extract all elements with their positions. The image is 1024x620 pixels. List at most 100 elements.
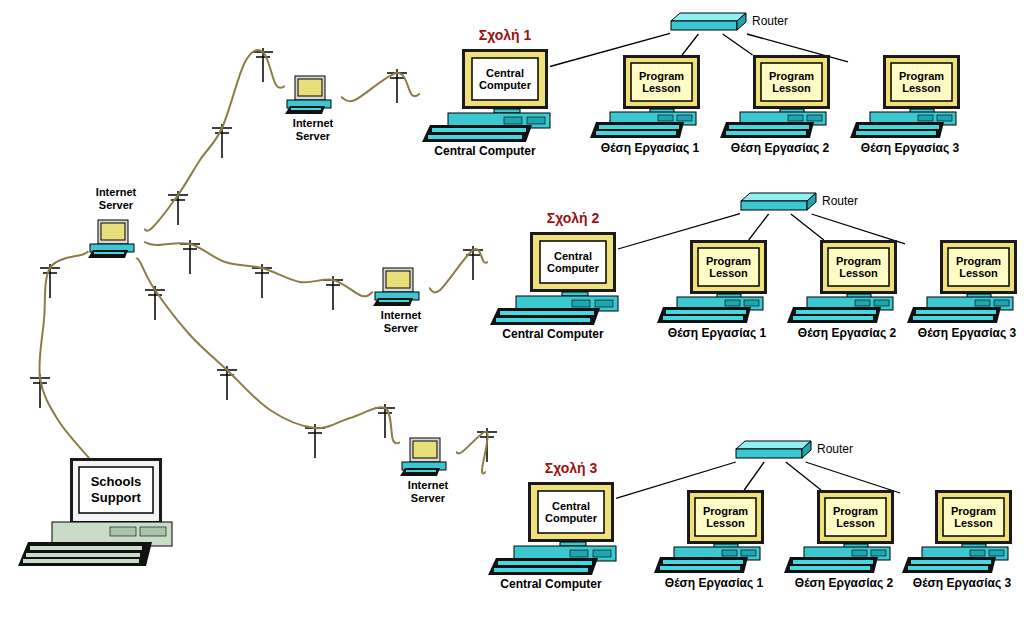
keyboard (654, 557, 748, 573)
computer-node: Σχολή 3Central ComputerCentral Computer (486, 460, 616, 592)
monitor-case (462, 49, 548, 109)
keyboard-keys (663, 560, 743, 564)
lan-link (723, 34, 753, 55)
router-label: Router (752, 14, 812, 28)
router-node: Router (735, 440, 857, 462)
keyboard (422, 125, 532, 142)
keyboard-keys (599, 125, 679, 129)
screen (101, 223, 125, 240)
router-front (671, 21, 737, 30)
drive-bay (572, 300, 590, 307)
pole-shape (252, 264, 272, 298)
utility-pole (180, 240, 200, 274)
keyboard (787, 307, 881, 323)
drive-bay (140, 527, 166, 536)
monitor-bezel (465, 52, 545, 106)
keyboard-keys (859, 125, 939, 129)
drive-bay (725, 300, 740, 306)
drive-bay (871, 550, 886, 556)
keyboard-keys (494, 568, 588, 572)
monitor-case (820, 240, 897, 294)
server-label: Internet Server (82, 186, 150, 212)
screen-text: Program Lesson (828, 248, 889, 286)
keyboard-keys (26, 553, 140, 557)
keyboard (285, 106, 325, 114)
school-heading: Σχολή 1 (450, 27, 560, 43)
drive-bay (744, 300, 759, 306)
keyboard (490, 308, 600, 325)
screen (891, 63, 952, 101)
workstation-label: Θέση Εργασίας 2 (706, 141, 854, 155)
computer-graphic (420, 27, 550, 159)
network-cable (456, 432, 488, 474)
screen (943, 498, 1004, 536)
screen-text: Central Computer (472, 58, 538, 100)
screen (825, 498, 886, 536)
screen (538, 491, 604, 533)
keyboard-keys (663, 316, 743, 320)
keyboard (850, 122, 944, 138)
monitor-bezel (690, 493, 761, 541)
computer-node: Program LessonΘέση Εργασίας 3 (848, 55, 972, 158)
computer-label: Central Computer (488, 327, 618, 341)
keyboard-keys (30, 546, 142, 550)
workstation-label: Θέση Εργασίας 1 (640, 576, 788, 590)
drive-bay (852, 550, 867, 556)
screen-text: Program Lesson (943, 498, 1004, 536)
drive-bay (110, 527, 136, 536)
computer-node: Program LessonΘέση Εργασίας 1 (588, 55, 712, 158)
lan-link (744, 462, 764, 490)
utility-pole (323, 276, 343, 310)
computer-graphic (486, 460, 616, 592)
workstation-label: Θέση Εργασίας 1 (643, 326, 791, 340)
screen-text: Central Computer (540, 241, 606, 283)
drive-bay (722, 550, 737, 556)
keyboard-keys (498, 561, 592, 565)
utility-pole (387, 69, 407, 103)
network-cable (144, 242, 373, 297)
screen (761, 63, 822, 101)
keyboard (784, 557, 878, 573)
keyboard-keys (500, 311, 594, 315)
server-graphic (400, 438, 446, 476)
monitor-case (817, 490, 894, 544)
router-front (736, 449, 802, 458)
pole-shape (387, 69, 407, 103)
server-label: Internet Server (279, 117, 347, 143)
server-graphic (373, 268, 419, 306)
server-label: Internet Server (367, 309, 435, 335)
drive-bay (593, 550, 611, 557)
drive-bay (975, 300, 990, 306)
keyboard-keys (496, 318, 590, 322)
monitor-bezel (73, 461, 159, 521)
keyboard (373, 298, 413, 306)
screen-text: Program Lesson (631, 63, 692, 101)
drive-bay (570, 550, 588, 557)
monitor-bezel (938, 493, 1009, 541)
screen-text: Program Lesson (948, 248, 1009, 286)
screen-text: Schools Support (79, 467, 153, 513)
network-cable (341, 73, 420, 101)
keyboard (902, 557, 996, 573)
drive-bay (855, 300, 870, 306)
screen (386, 271, 410, 288)
keyboard-keys (729, 125, 809, 129)
drive-bay (874, 300, 889, 306)
drive-bay (527, 117, 545, 124)
lan-link (682, 34, 698, 55)
utility-pole (252, 264, 272, 298)
monitor-case (935, 490, 1012, 544)
drive-bay (970, 550, 985, 556)
drive-bay (937, 115, 952, 121)
drive-bay (658, 115, 673, 121)
computer-node: Σχολή 1Central ComputerCentral Computer (420, 27, 550, 159)
keyboard-keys (94, 252, 124, 254)
keyboard (720, 122, 814, 138)
server-graphic (88, 220, 134, 258)
lan-link (749, 214, 769, 240)
screen-text: Program Lesson (695, 498, 756, 536)
screen (695, 498, 756, 536)
screen (698, 248, 759, 286)
monitor-bezel (531, 485, 611, 539)
screen-text: Central Computer (538, 491, 604, 533)
